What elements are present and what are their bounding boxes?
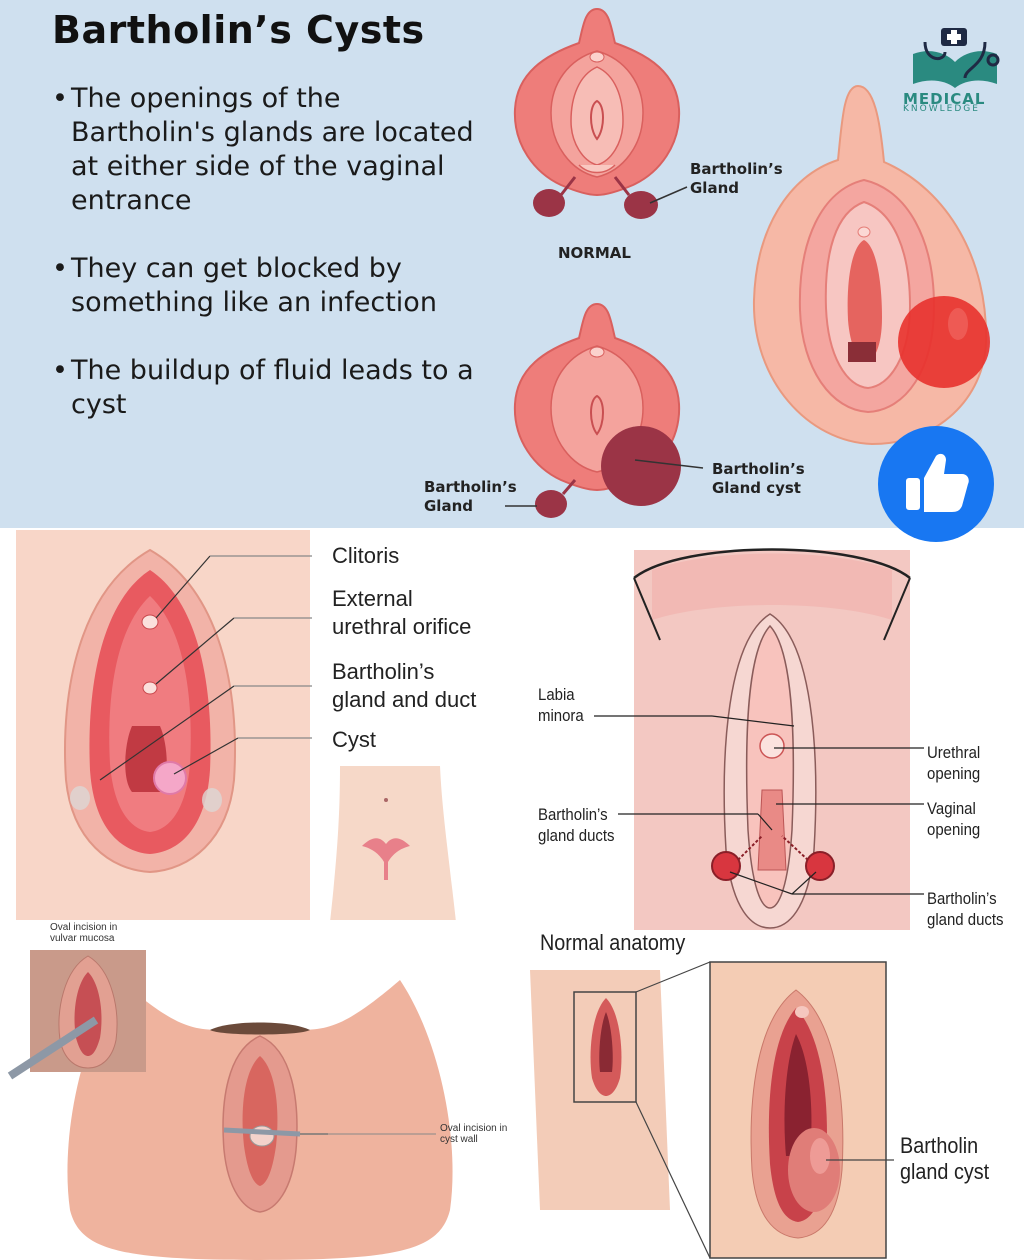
- bullet-3: •The buildup of fluid leads to a cyst: [52, 355, 474, 420]
- thumbs-up-icon: [906, 453, 969, 512]
- normal-anatomy-title: Normal anatomy: [540, 930, 686, 955]
- normal-anatomy-illustration: [520, 960, 1024, 1260]
- normal-label: NORMAL: [558, 244, 631, 262]
- like-button[interactable]: [878, 426, 994, 542]
- normal-vulva-illustration: [513, 7, 688, 219]
- bullet-1: •The openings of the Bartholin's glands …: [52, 83, 474, 216]
- stethoscope-book-icon: [913, 28, 1000, 88]
- gland-ducts-illustration: [594, 548, 924, 930]
- cyst-label-mid: Cyst: [332, 727, 376, 752]
- cyst-vulva-illustration: [505, 302, 704, 518]
- page-title: Bartholin’s Cysts: [52, 8, 425, 52]
- bullet-2: •They can get blocked by something like …: [52, 253, 437, 318]
- incision-illustration: [0, 920, 520, 1260]
- vulva-anatomy-illustration: [16, 530, 512, 922]
- clitoris-label: Clitoris: [332, 543, 400, 568]
- logo-text: MEDICAL: [903, 90, 986, 108]
- swollen-vulva-illustration: [752, 84, 990, 446]
- logo-subtext: KNOWLEDGE: [903, 104, 980, 114]
